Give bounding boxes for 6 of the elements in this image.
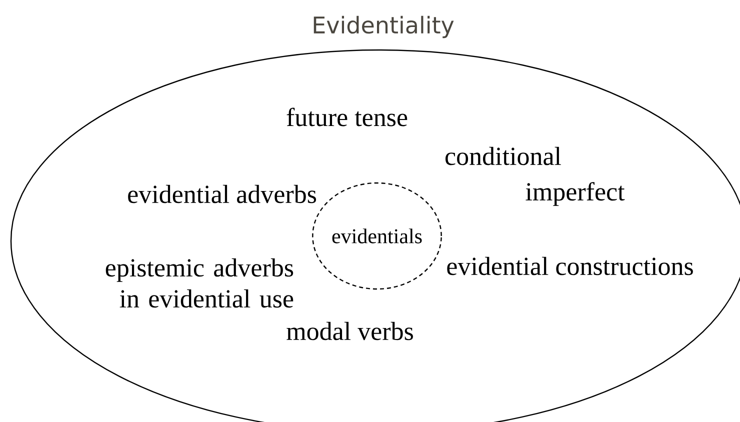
label: modal verbs <box>286 322 413 340</box>
ellipse <box>10 16 740 422</box>
label: future tense <box>286 108 408 126</box>
heading: Evidentiality <box>314 16 454 38</box>
label: conditional <box>446 146 561 166</box>
label: imperfect <box>526 182 625 206</box>
